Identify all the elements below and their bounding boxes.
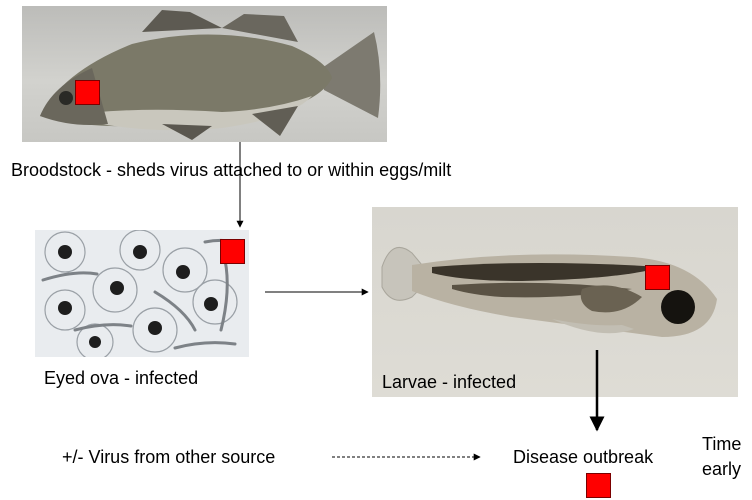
larvae-photo: Larvae - infected — [372, 207, 738, 397]
broodstock-label: Broodstock - sheds virus attached to or … — [11, 160, 451, 180]
time-label: Time — [702, 434, 741, 454]
disease-outbreak-label: Disease outbreak — [513, 447, 653, 467]
broodstock-photo — [22, 6, 387, 142]
larvae-label: Larvae - infected — [382, 372, 516, 392]
early-label: early — [702, 459, 741, 479]
eyed-ova-label: Eyed ova - infected — [44, 368, 198, 388]
infection-marker — [220, 239, 245, 264]
eyed-ova-photo — [35, 230, 249, 357]
infection-marker — [645, 265, 670, 290]
eyed-ova-illustration — [35, 230, 249, 357]
infection-marker — [75, 80, 100, 105]
larvae-illustration — [372, 207, 738, 397]
fish-illustration — [22, 6, 387, 142]
infection-marker — [586, 473, 611, 498]
other-source-label: +/- Virus from other source — [62, 447, 275, 467]
